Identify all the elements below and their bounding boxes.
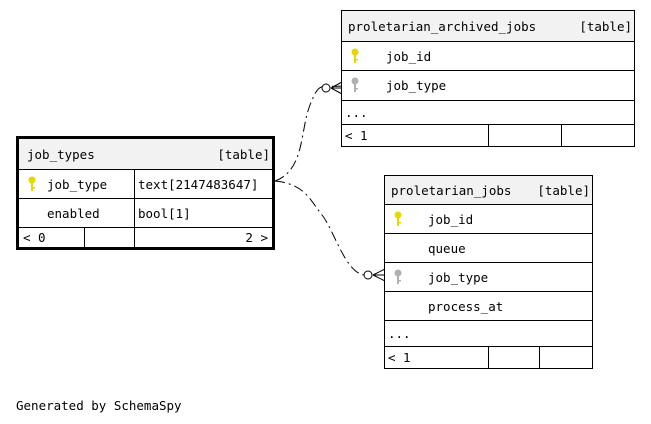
footer-divider	[134, 228, 135, 247]
column-name: job_type	[386, 78, 447, 93]
children-count[interactable]: 2 >	[245, 230, 268, 245]
parents-count[interactable]: < 1	[345, 128, 368, 143]
table-header: proletarian_archived_jobs [table]	[342, 11, 634, 41]
table-footer: < 1	[342, 124, 634, 146]
table-name[interactable]: proletarian_archived_jobs	[348, 18, 537, 34]
column-name: queue	[428, 240, 466, 256]
generated-by-caption: Generated by SchemaSpy	[16, 398, 182, 413]
footer-divider	[488, 347, 489, 368]
more-columns-indicator: ...	[388, 326, 411, 341]
column-divider	[134, 199, 135, 227]
column-name: process_at	[428, 298, 504, 314]
foreign-key-icon	[351, 77, 359, 92]
table-header: job_types [table]	[19, 139, 272, 169]
parents-count[interactable]: < 1	[388, 350, 411, 365]
column-type: bool[1]	[138, 205, 191, 221]
column-type: text[2147483647]	[138, 176, 259, 192]
column-row[interactable]: job_type text[2147483647]	[19, 169, 272, 198]
column-name: job_type	[47, 176, 108, 192]
column-name: enabled	[47, 205, 100, 221]
table-kind: [table]	[579, 18, 632, 34]
relationship-line-archived-jobs	[274, 85, 343, 182]
column-row[interactable]: job_id	[385, 204, 592, 233]
table-footer: < 0 2 >	[19, 227, 272, 247]
table-kind: [table]	[537, 182, 590, 198]
column-name: job_id	[428, 211, 474, 227]
footer-divider	[84, 228, 85, 247]
column-row[interactable]: process_at	[385, 291, 592, 320]
table-footer: < 1	[385, 346, 592, 368]
column-row[interactable]: enabled bool[1]	[19, 198, 272, 227]
more-columns-indicator: ...	[345, 105, 368, 120]
table-proletarian-jobs[interactable]: proletarian_jobs [table] job_id queue jo…	[384, 175, 593, 369]
relationship-crowfoot-marker	[372, 268, 386, 282]
primary-key-icon	[394, 211, 402, 226]
column-name: job_type	[428, 269, 489, 285]
relationship-line-jobs	[274, 180, 365, 276]
table-proletarian-archived-jobs[interactable]: proletarian_archived_jobs [table] job_id…	[341, 10, 635, 147]
column-row[interactable]: queue	[385, 233, 592, 262]
column-row[interactable]: job_type	[342, 70, 634, 100]
column-row[interactable]: job_id	[342, 41, 634, 70]
table-job-types[interactable]: job_types [table] job_type text[21474836…	[16, 136, 275, 250]
more-columns-row: ...	[385, 320, 592, 346]
table-name[interactable]: job_types	[27, 146, 95, 162]
footer-divider	[561, 125, 562, 146]
footer-divider	[488, 125, 489, 146]
parents-count[interactable]: < 0	[23, 230, 46, 245]
footer-divider	[539, 347, 540, 368]
primary-key-icon	[351, 48, 359, 63]
relationship-optional-marker	[321, 83, 331, 93]
table-kind: [table]	[217, 146, 270, 162]
more-columns-row: ...	[342, 100, 634, 124]
table-header: proletarian_jobs [table]	[385, 176, 592, 204]
primary-key-icon	[28, 176, 36, 191]
table-name[interactable]: proletarian_jobs	[391, 182, 512, 198]
relationship-optional-marker	[363, 270, 373, 280]
column-divider	[134, 170, 135, 198]
column-name: job_id	[386, 48, 432, 64]
relationship-crowfoot-marker	[330, 81, 343, 95]
column-row[interactable]: job_type	[385, 262, 592, 291]
foreign-key-icon	[394, 269, 402, 284]
